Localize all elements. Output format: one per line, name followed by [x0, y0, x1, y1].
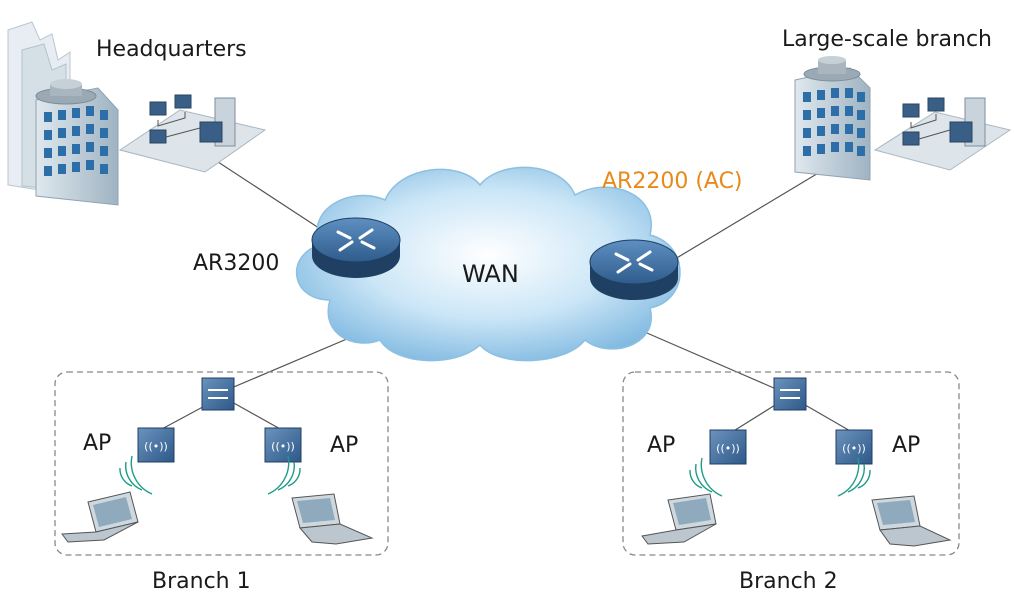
link-wan-branch1-switch [221, 329, 369, 393]
link-switch2-ap-left [731, 401, 781, 433]
branch1-boundary [54, 371, 389, 556]
branch2-ap-right-label: AP [892, 433, 920, 458]
link-switch1-ap-right [231, 401, 283, 431]
headquarters-building-icon [7, 21, 119, 206]
branch2-laptop-right-icon [871, 495, 952, 547]
svg-text:((•)): ((•)) [144, 440, 168, 453]
branch2-boundary [622, 371, 960, 556]
link-wan-branch2-switch [639, 329, 791, 396]
branch1-ap-left-label: AP [83, 431, 111, 456]
wan-cloud [295, 166, 681, 362]
branch2-label: Branch 2 [739, 569, 838, 594]
hq-workstations-icon [118, 94, 267, 173]
branch1-wifi-signal-right-icon [267, 455, 301, 495]
ar2200-router-icon [589, 239, 679, 300]
large-branch-label: Large-scale branch [782, 27, 992, 52]
link-hq-ar3200 [214, 159, 326, 233]
headquarters-label: Headquarters [96, 37, 247, 62]
branch1-ap-left-icon: ((•)) [137, 427, 175, 463]
branch1-laptop-right-icon [291, 493, 374, 545]
svg-text:((•)): ((•)) [716, 442, 740, 455]
link-switch2-ap-right [799, 401, 853, 433]
branch1-ap-right-icon: ((•)) [264, 427, 302, 463]
ar3200-router-icon [311, 217, 401, 278]
wan-label: WAN [462, 260, 519, 288]
branch2-laptop-left-icon [641, 493, 717, 545]
link-ar2200-large-branch [669, 159, 841, 263]
branch2-ap-left-icon: ((•)) [709, 429, 747, 465]
svg-text:((•)): ((•)) [842, 442, 866, 455]
branch1-wifi-signal-left-icon [119, 455, 153, 495]
branch2-switch-icon [773, 377, 807, 411]
ar3200-label: AR3200 [193, 251, 279, 276]
ar2200-label: AR2200 (AC) [602, 169, 743, 194]
branch2-wifi-signal-left-icon [689, 457, 723, 497]
branch2-wifi-signal-right-icon [837, 457, 871, 497]
links [159, 159, 853, 433]
branch2-ap-left-label: AP [647, 433, 675, 458]
branch1-switch-icon [201, 377, 235, 411]
branch2-ap-right-icon: ((•)) [835, 429, 873, 465]
branch1-laptop-left-icon [61, 491, 139, 543]
branch1-label: Branch 1 [152, 569, 251, 594]
svg-text:((•)): ((•)) [271, 440, 295, 453]
large-branch-workstations-icon [873, 97, 1012, 171]
large-branch-building-icon [794, 56, 871, 181]
branch1-ap-right-label: AP [330, 433, 358, 458]
